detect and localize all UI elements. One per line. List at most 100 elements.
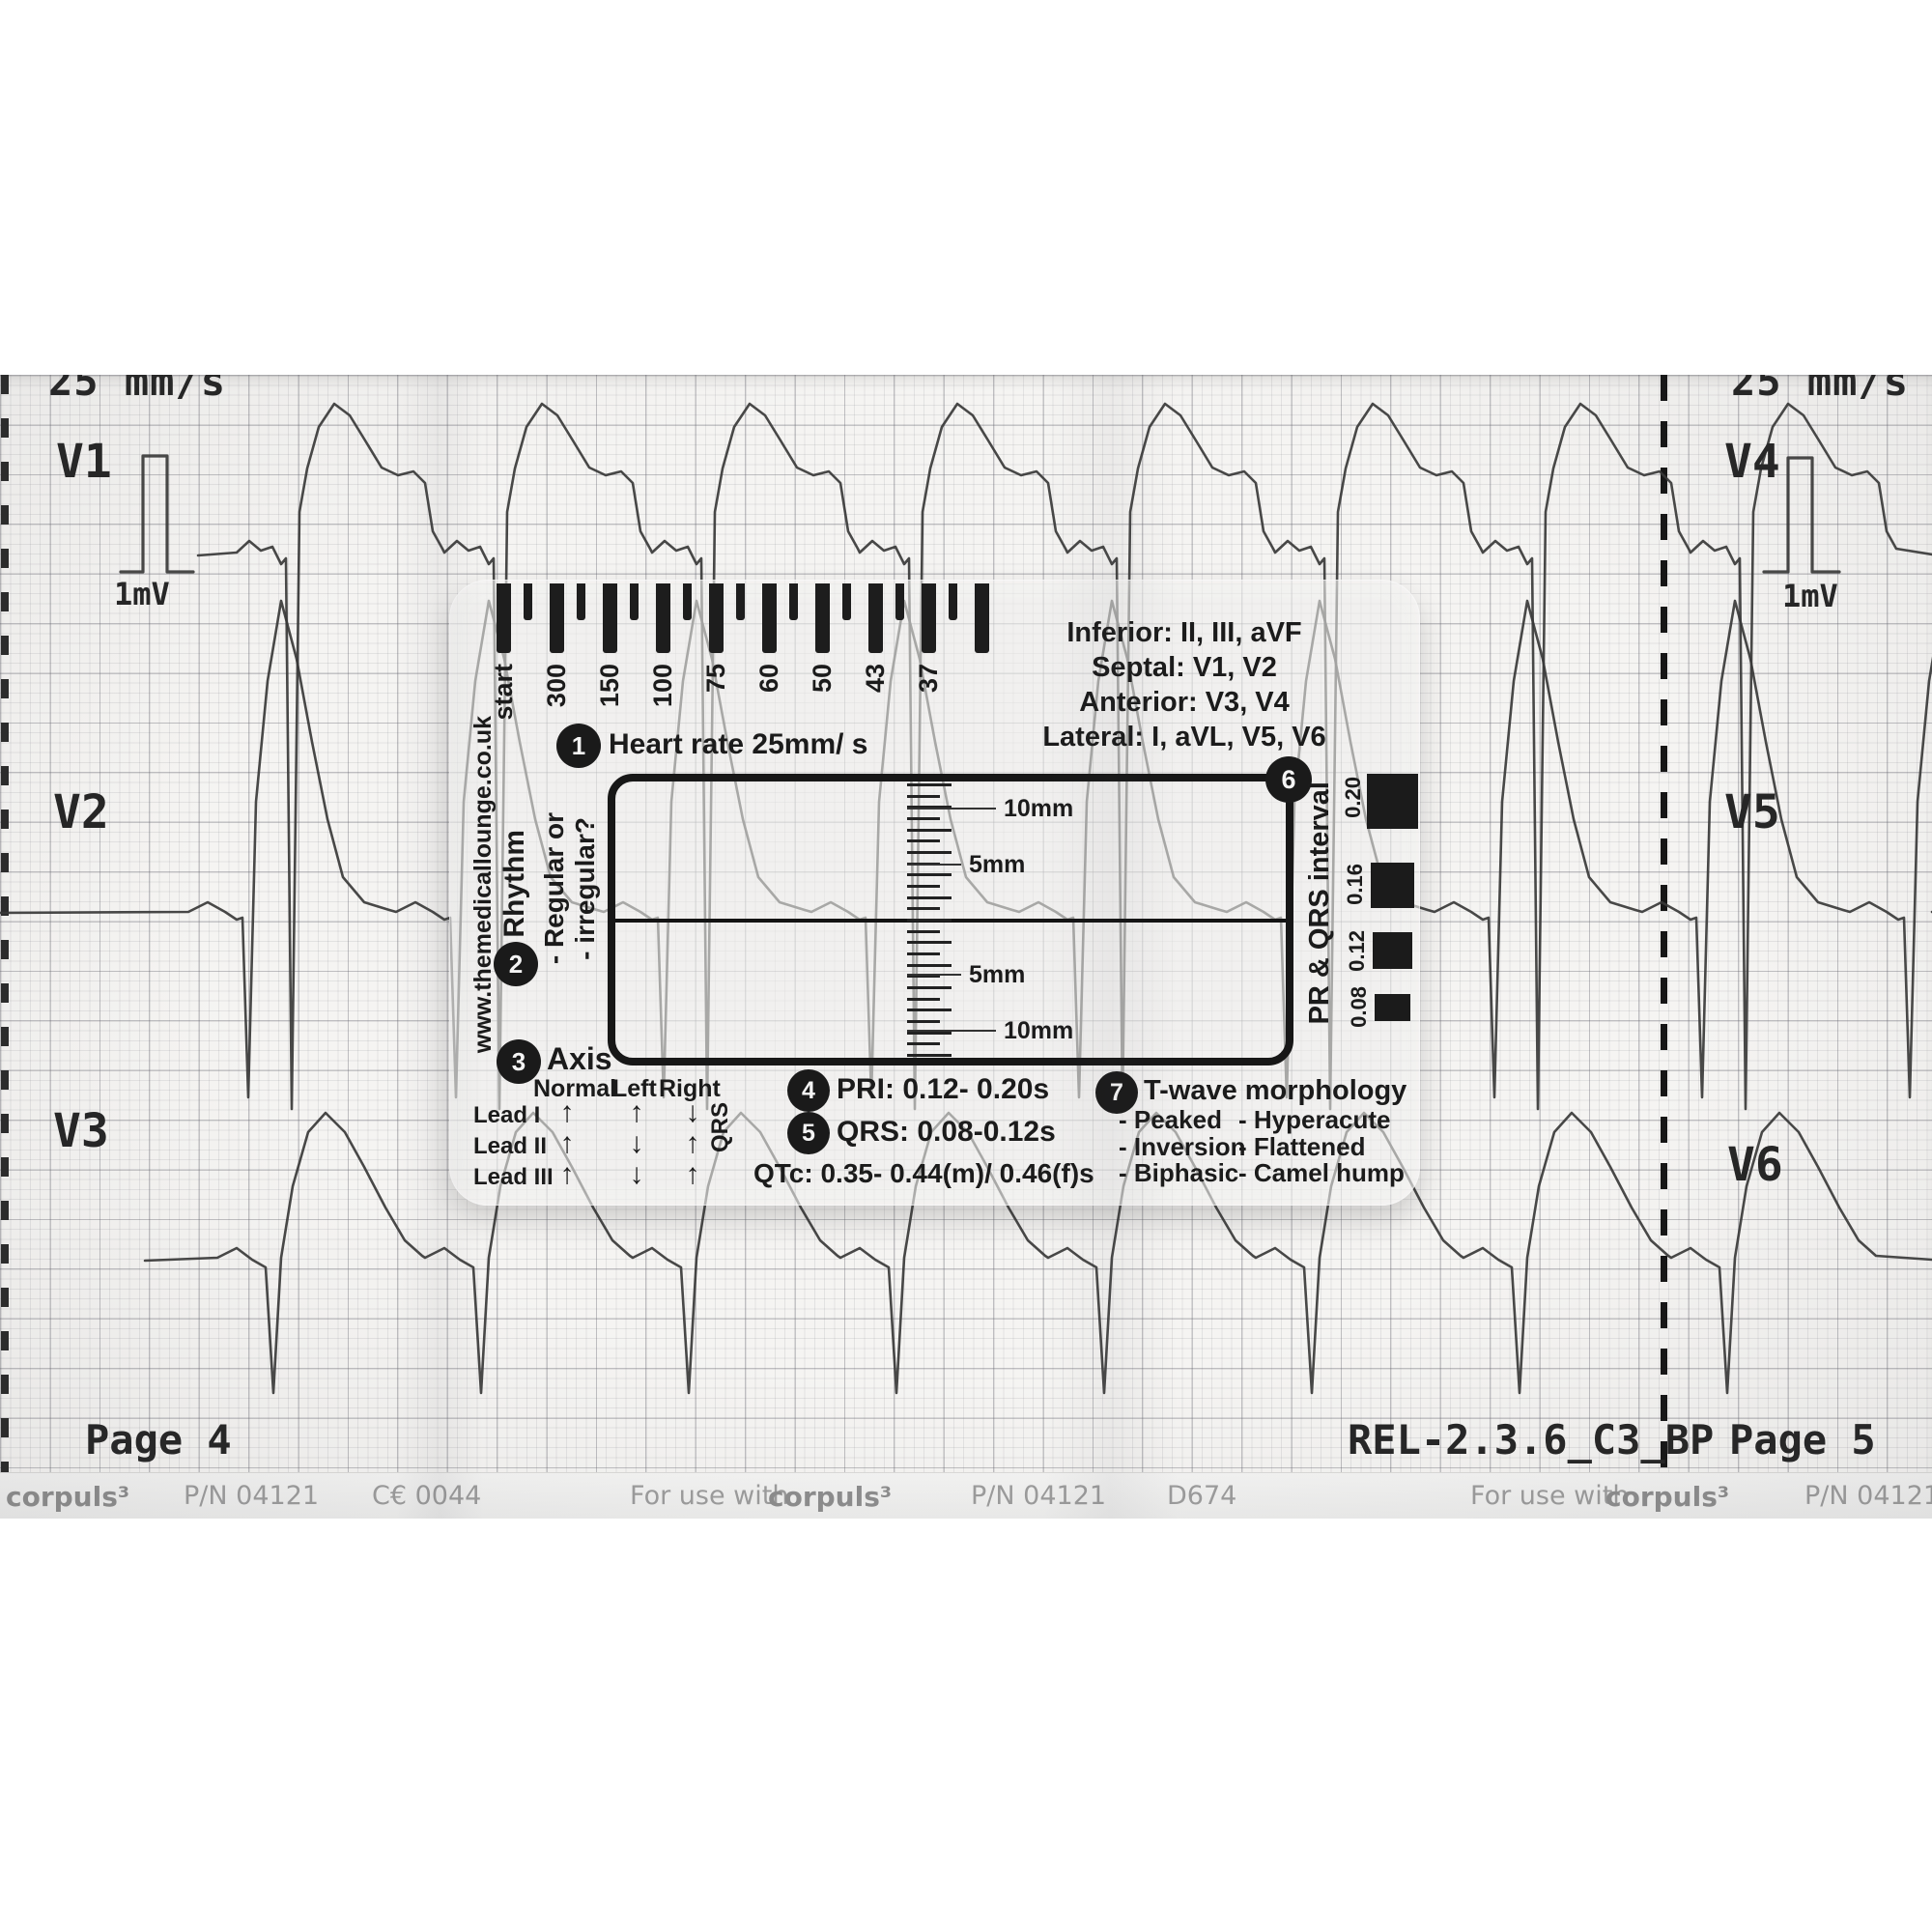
ladder-tick [907, 806, 952, 810]
step2-label: Rhythm [498, 830, 530, 938]
perforation-dashes [1, 375, 9, 1519]
qtc-label: QTc: 0.35- 0.44(m)/ 0.46(f)s [753, 1158, 1094, 1188]
hr-bar-short [895, 583, 904, 620]
footer-text: P/N 04121 [971, 1481, 1107, 1511]
hr-bar-short [736, 583, 745, 620]
ladder-tick [907, 1031, 952, 1035]
axis-row-lead2: Lead II [473, 1133, 548, 1159]
step7-badge: 7 [1095, 1071, 1138, 1114]
lead-label-v1: V1 [56, 435, 112, 489]
ladder-tick [907, 1042, 940, 1046]
hr-tick-label: 60 [754, 664, 783, 694]
ecg-trace [143, 1111, 1932, 1395]
ladder-tick [907, 794, 940, 798]
step1-badge: 1 [556, 724, 601, 768]
twave-biphasic: - Biphasic [1119, 1158, 1239, 1187]
ladder-tick [907, 907, 940, 911]
page-separator-dashed-line [1661, 375, 1667, 1519]
page-number-left: Page 4 [85, 1416, 232, 1463]
hr-bar-short [683, 583, 692, 620]
hr-tick-label: 150 [595, 664, 624, 708]
line-10mm-top [907, 808, 996, 810]
hr-bar-tall [709, 583, 724, 653]
speed-label-left: 25 mm/s [48, 375, 227, 405]
lead-label-v2: V2 [53, 785, 109, 839]
axis-arrow-1-normal: ↑ [559, 1096, 575, 1128]
speed-label-right: 25 mm/s [1731, 375, 1910, 405]
pr-box-label-020: 0.20 [1341, 777, 1365, 818]
window-label-5mm-bottom: 5mm [969, 961, 1026, 988]
line-5mm-top [907, 864, 961, 866]
axis-arrow-3-normal: ↑ [559, 1158, 575, 1190]
line-5mm-bottom [907, 974, 961, 976]
territory-lateral: Lateral: I, aVL, V5, V6 [1042, 722, 1326, 753]
footer-text: D674 [1167, 1481, 1237, 1511]
hr-tick-label: 300 [542, 664, 571, 708]
ladder-tick [907, 885, 940, 889]
twave-col2: - Hyperacute - Flattened - Camel hump [1238, 1106, 1405, 1187]
step1-label: Heart rate 25mm/ s [609, 728, 868, 760]
hr-bar-tall [497, 583, 511, 653]
window-label-5mm-top: 5mm [969, 851, 1026, 878]
twave-peaked: - Peaked [1119, 1105, 1222, 1134]
ladder-tick [907, 828, 952, 832]
ecg-trace [119, 454, 195, 574]
step6-label: PR & QRS interval [1304, 781, 1335, 1025]
ladder-tick [907, 817, 940, 820]
calibration-label-right: 1mV [1782, 578, 1838, 614]
territory-legend: Inferior: II, III, aVF Septal: V1, V2 An… [1001, 615, 1368, 754]
window-label-10mm-top: 10mm [1004, 795, 1074, 822]
hr-tick-label: 50 [808, 664, 837, 694]
pr-box-020 [1367, 774, 1418, 829]
hr-bar-short [577, 583, 585, 620]
axis-col-normal: Normal [533, 1075, 617, 1102]
hr-bar-tall [656, 583, 670, 653]
ladder-tick [907, 941, 952, 945]
ladder-tick [907, 895, 952, 899]
footer-text: P/N 04121 [1804, 1481, 1932, 1511]
hr-bar-tall [550, 583, 564, 653]
step7-label: T-wave morphology [1144, 1075, 1407, 1106]
hr-bar-tall [762, 583, 777, 653]
hr-tick-label: 100 [648, 664, 677, 708]
twave-camelhump: - Camel hump [1238, 1158, 1405, 1187]
step4-badge: 4 [787, 1069, 830, 1112]
axis-arrow-3-left: ↓ [629, 1158, 644, 1190]
axis-col-right: Right [659, 1075, 721, 1102]
footer-text: P/N 04121 [184, 1481, 320, 1511]
ladder-tick [907, 997, 940, 1001]
ladder-tick [907, 1009, 952, 1012]
hr-bar-short [789, 583, 798, 620]
step5-label: QRS: 0.08-0.12s [837, 1116, 1056, 1148]
measuring-window: 10mm 5mm 5mm 10mm [608, 774, 1293, 1065]
axis-row-lead3: Lead III [473, 1164, 554, 1190]
footer-text: C€ 0044 [372, 1481, 482, 1511]
website-label: www.themedicallounge.co.uk [469, 716, 497, 1054]
axis-arrow-2-normal: ↑ [559, 1127, 575, 1159]
hr-tick-label: 37 [914, 664, 943, 694]
ladder-tick [907, 1054, 952, 1058]
ladder-tick [907, 986, 952, 990]
ladder-tick [907, 919, 952, 923]
ecg-trace [1762, 456, 1841, 574]
ladder-tick [907, 839, 940, 843]
ladder-tick [907, 851, 952, 855]
hr-bar-tall [922, 583, 936, 653]
hr-bar-tall [603, 583, 617, 653]
hr-bar-tall [868, 583, 883, 653]
ladder-tick [907, 929, 940, 933]
axis-arrow-1-left: ↑ [629, 1096, 644, 1128]
lead-label-v3: V3 [53, 1104, 109, 1158]
record-id: REL-2.3.6_C3_BP [1348, 1416, 1715, 1463]
line-10mm-bottom [907, 1030, 996, 1032]
step6-badge: 6 [1265, 756, 1312, 803]
ladder-tick [907, 963, 952, 967]
ladder-tick [907, 873, 952, 877]
step4-label: PRI: 0.12- 0.20s [837, 1073, 1050, 1105]
axis-arrow-2-left: ↓ [629, 1127, 644, 1159]
footer-text: For use with [630, 1481, 789, 1511]
corpuls-logo: corpuls³ [1605, 1481, 1730, 1513]
